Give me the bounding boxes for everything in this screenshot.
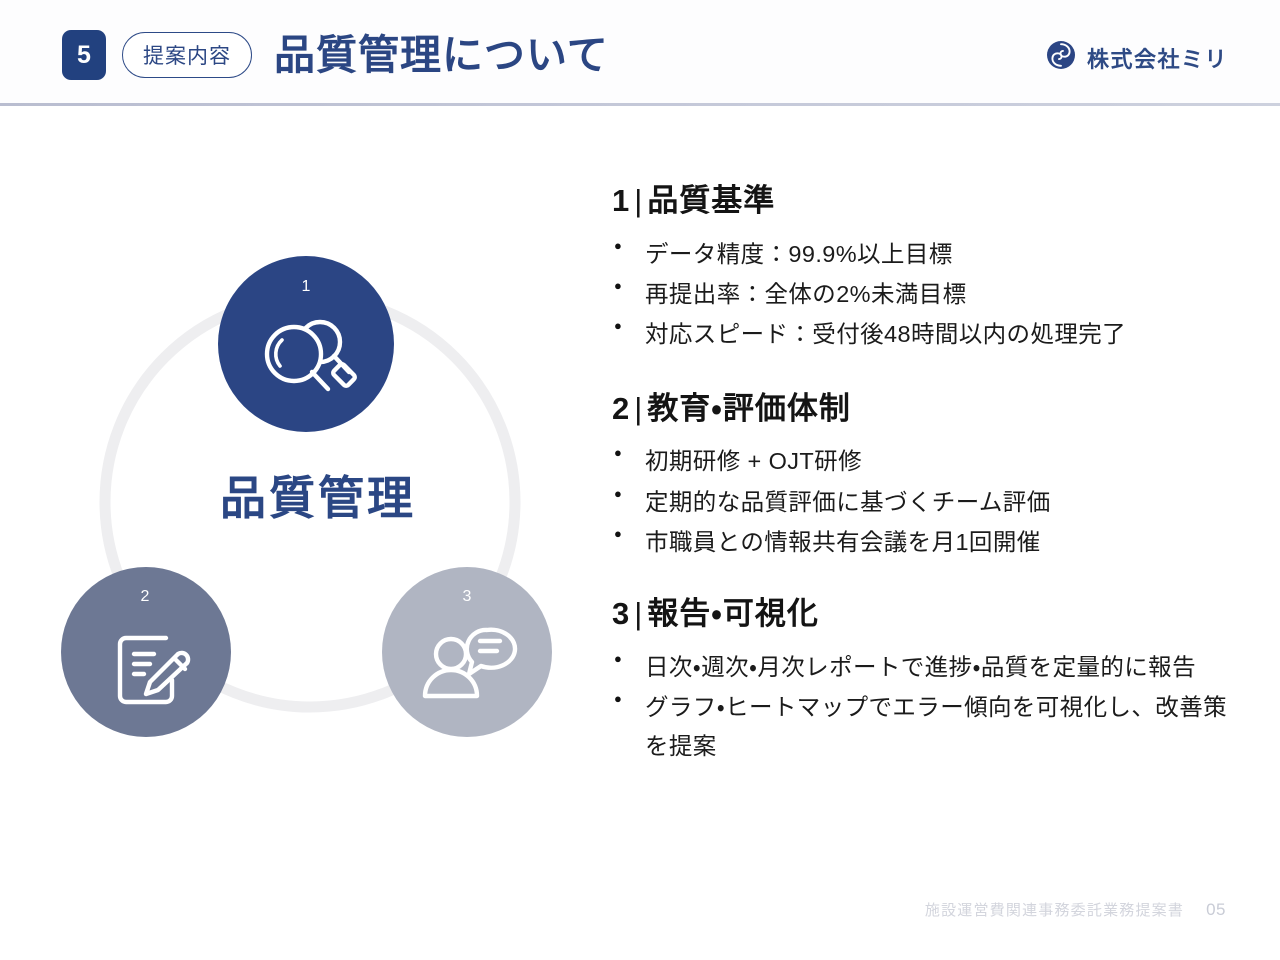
diagram-node-2[interactable] [61, 567, 231, 737]
page-title: 品質管理について [274, 31, 609, 78]
brand-name: 株式会社ミリ [1086, 46, 1228, 72]
list-item: 対応スピード：受付後48時間以内の処理完了 [612, 315, 1232, 353]
diagram-node-1[interactable] [218, 256, 394, 432]
diagram-node-3[interactable] [382, 567, 552, 737]
list-item: グラフ・ヒートマップでエラー傾向を可視化し、改善策を提案 [612, 688, 1232, 765]
footer-page-number: 05 [1206, 900, 1226, 919]
section-3-bullets: 日次・週次・月次レポートで進捗・品質を定量的に報告 グラフ・ヒートマップでエラー… [612, 648, 1232, 765]
section-2-number: 2 [612, 390, 631, 426]
category-pill: 提案内容 [122, 32, 252, 78]
magnifying-glass-pair-icon [264, 319, 357, 392]
document-pencil-icon [117, 635, 191, 705]
page-number-badge: 5 [62, 30, 106, 80]
quality-cycle-diagram: 品質管理 1 2 3 [48, 230, 588, 770]
diagram-center-label: 品質管理 [220, 472, 416, 524]
list-item: 初期研修 + OJT研修 [612, 442, 1232, 480]
slide-header: 5 提案内容 品質管理について 株式会社ミリ [0, 0, 1280, 106]
section-3-heading: 3|報告・可視化 [612, 595, 1232, 634]
section-2-separator: | [634, 390, 644, 426]
section-1-separator: | [634, 183, 644, 218]
list-item: 日次・週次・月次レポートで進捗・品質を定量的に報告 [612, 648, 1232, 686]
list-item: データ精度：99.9%以上目標 [612, 235, 1232, 273]
content-column: 1|品質基準 データ精度：99.9%以上目標 再提出率：全体の2%未満目標 対応… [612, 182, 1232, 769]
section-3: 3|報告・可視化 日次・週次・月次レポートで進捗・品質を定量的に報告 グラフ・ヒ… [612, 595, 1232, 765]
node-3-number: 3 [462, 588, 472, 605]
section-gap [612, 565, 1232, 595]
brand-logo-group: 株式会社ミリ [1046, 40, 1228, 75]
section-1-heading: 1|品質基準 [612, 182, 1232, 221]
slide-footer: 施設運営費関連事務委託業務提案書 05 [925, 899, 1226, 920]
section-1-number: 1 [612, 183, 631, 218]
list-item: 再提出率：全体の2%未満目標 [612, 275, 1232, 313]
section-2-title: 教育・評価体制 [647, 390, 851, 426]
node-1-number: 1 [301, 278, 311, 295]
footer-document-title: 施設運営費関連事務委託業務提案書 [924, 902, 1185, 919]
header-title-group: 5 提案内容 品質管理について [62, 30, 609, 80]
list-item: 市職員との情報共有会議を月1回開催 [612, 523, 1232, 561]
section-gap [612, 358, 1232, 390]
spiral-swirl-logo-icon [1046, 40, 1076, 75]
section-2-bullets: 初期研修 + OJT研修 定期的な品質評価に基づくチーム評価 市職員との情報共有… [612, 442, 1232, 561]
header-divider [0, 103, 1280, 106]
section-1-bullets: データ精度：99.9%以上目標 再提出率：全体の2%未満目標 対応スピード：受付… [612, 235, 1232, 354]
person-speech-bubble-icon [422, 627, 518, 699]
section-3-separator: | [634, 596, 644, 632]
section-2-heading: 2|教育・評価体制 [612, 390, 1232, 429]
list-item: 定期的な品質評価に基づくチーム評価 [612, 483, 1232, 521]
node-2-number: 2 [140, 588, 150, 605]
diagram-svg [61, 256, 552, 737]
section-3-number: 3 [612, 596, 631, 632]
section-3-title: 報告・可視化 [647, 596, 819, 632]
section-1-title: 品質基準 [647, 183, 776, 218]
section-2: 2|教育・評価体制 初期研修 + OJT研修 定期的な品質評価に基づくチーム評価… [612, 390, 1232, 562]
section-1: 1|品質基準 データ精度：99.9%以上目標 再提出率：全体の2%未満目標 対応… [612, 182, 1232, 354]
